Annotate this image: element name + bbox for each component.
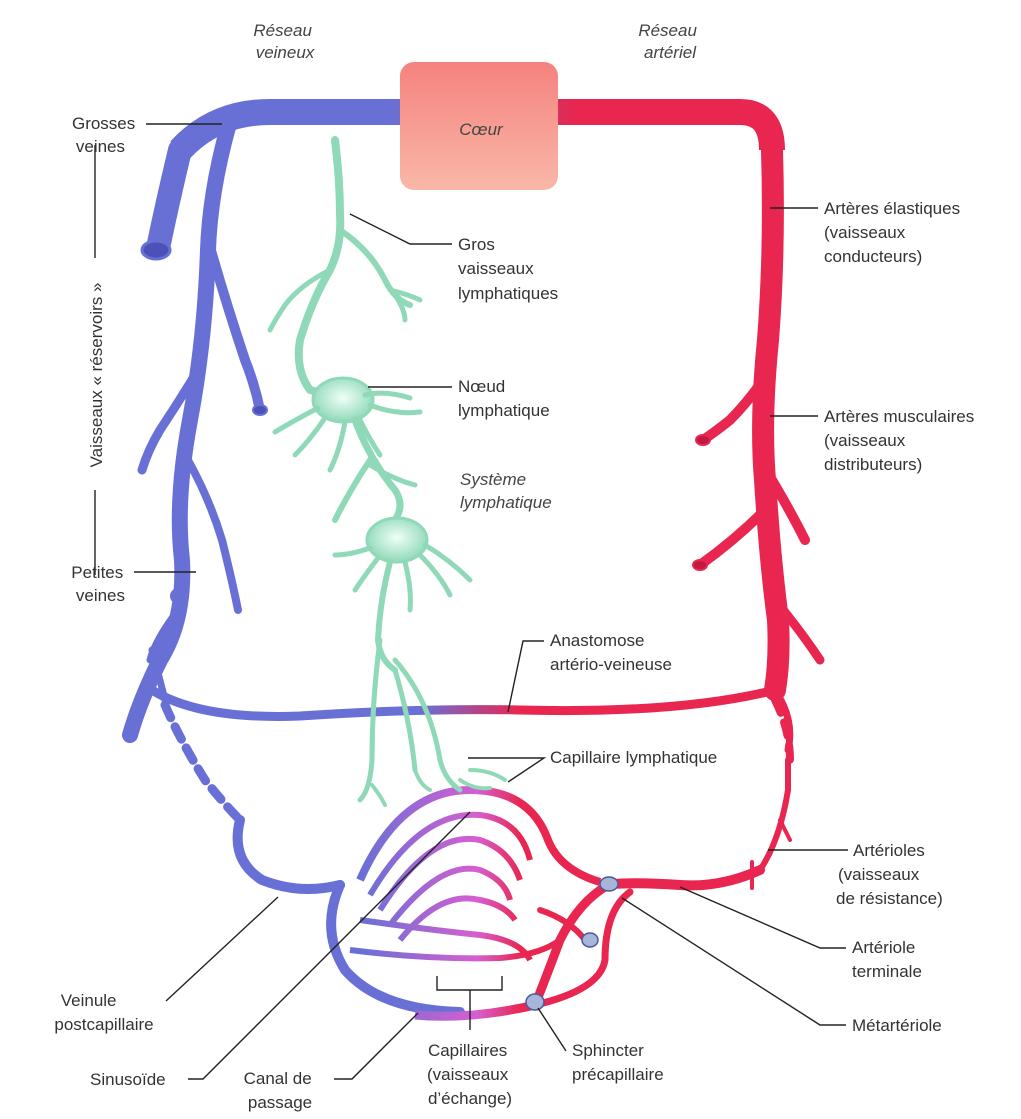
label-veinule: Veinule postcapillaire	[54, 991, 153, 1034]
top-trunk	[170, 99, 785, 160]
label-arteres-elastiques: Artères élastiques (vaisseaux conducteur…	[824, 199, 965, 266]
label-noeud: Nœud lymphatique	[458, 377, 550, 420]
venous-tree	[122, 112, 268, 743]
arterial-header: Réseau artériel	[638, 21, 701, 62]
lymph-node-2	[365, 516, 429, 564]
label-capillaire-lymph: Capillaire lymphatique	[550, 748, 717, 767]
label-grosses-veines: Grosses veines	[72, 114, 140, 156]
label-arteres-musculaires: Artères musculaires (vaisseaux distribut…	[824, 407, 979, 474]
heart-label: Cœur	[459, 120, 504, 139]
label-arterioles: Artérioles (vaisseaux de résistance)	[836, 841, 943, 908]
label-anastomose: Anastomose artério-veineuse	[550, 631, 672, 674]
lymph-system-label: Système lymphatique	[460, 470, 552, 512]
label-sphincter: Sphincter précapillaire	[572, 1041, 664, 1084]
label-metarteriole: Métartériole	[852, 1016, 942, 1035]
heart-box	[400, 62, 558, 190]
lymph-node-1	[311, 376, 375, 424]
arterial-tree	[692, 139, 825, 890]
label-petites-veines: Petites veines	[71, 563, 128, 605]
label-capillaires: Capillaires (vaisseaux d’échange)	[427, 1041, 513, 1108]
label-sinusoide: Sinusoïde	[90, 1070, 166, 1089]
label-gros-vaisseaux: Gros vaisseaux lymphatiques	[458, 235, 558, 303]
label-canal: Canal de passage	[244, 1069, 317, 1112]
capillaries-bracket	[436, 976, 503, 991]
reservoir-vessels-label: Vaisseaux « réservoirs »	[87, 283, 106, 468]
label-arteriole-terminale: Artériole terminale	[852, 938, 922, 981]
venous-header: Réseau veineux	[253, 21, 316, 62]
capillary-bed	[232, 785, 765, 1021]
lymphatic-system	[267, 136, 507, 807]
anastomosis-vessel	[147, 685, 780, 721]
